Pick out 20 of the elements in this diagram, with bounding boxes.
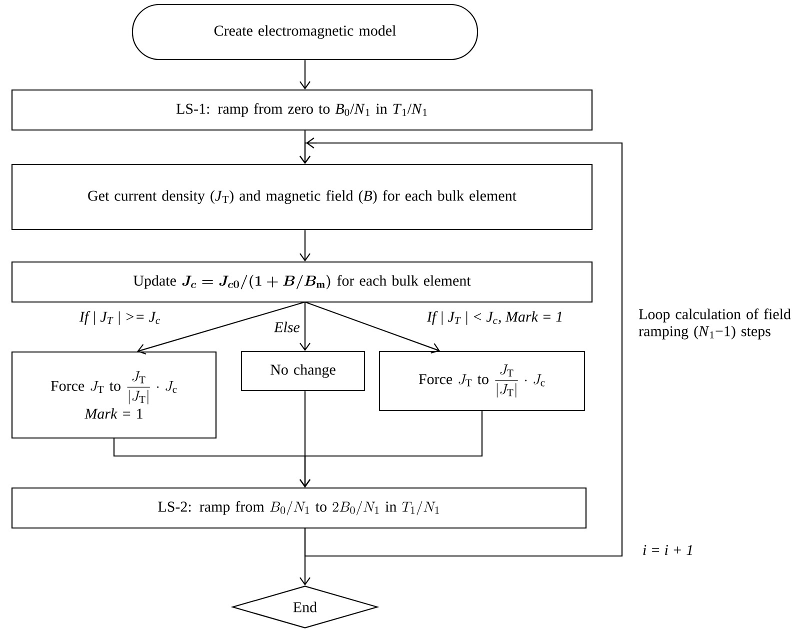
arrow	[304, 301, 440, 354]
process-box: $\text{LS-2: ramp from }B_0/N_1\text{ to }2B_0/N_1\text{ in }T_1/N_1$	[11, 487, 587, 529]
process-box: Get current density (J$_{T}$) and magnetic field (B) for each bulk element	[11, 164, 593, 230]
start-terminal: Create electromagnetic model	[132, 4, 478, 60]
note-text: Loop calculation of field ramping (N$_{1}$−1) steps	[638, 308, 791, 340]
process-box: $\text{Force }J_\mathrm{T}\text{ to }\frac{J_\mathrm{T}}{|J_\mathrm{T}|}\cdot J_\mathrm{c}$	[378, 350, 586, 412]
arrow	[300, 138, 623, 557]
edge-label: If | J$_{T}$ | >= J$_{c}$	[78, 310, 162, 326]
process-box: $\text{Force }J_\mathrm{T}\text{ to }\frac{J_\mathrm{T}}{|J_\mathrm{T}|}\cdot J_\mathrm{c}$ Mark = 1	[11, 351, 217, 439]
arrow	[300, 230, 310, 262]
process-box: No change	[240, 350, 366, 392]
process-box: LS-1: ramp from zero to B$_{0}$/N$_{1}$ in T$_{1}$/N$_{1}$	[11, 89, 593, 131]
arrow	[300, 302, 310, 351]
arrow	[300, 411, 483, 488]
edge-label: i = i + 1	[641, 544, 695, 556]
arrow	[300, 60, 310, 90]
arrow	[137, 301, 306, 355]
process-box: $\text{Update }\boldsymbol{J_c=J_{c0}/(1+B/B_\mathrm{m})}\text{ for each bulk element}$	[11, 261, 593, 303]
edge-label: Else	[273, 320, 301, 334]
edge-label: If | J$_{T}$ | < J$_{c}$, Mark = 1	[426, 310, 564, 326]
